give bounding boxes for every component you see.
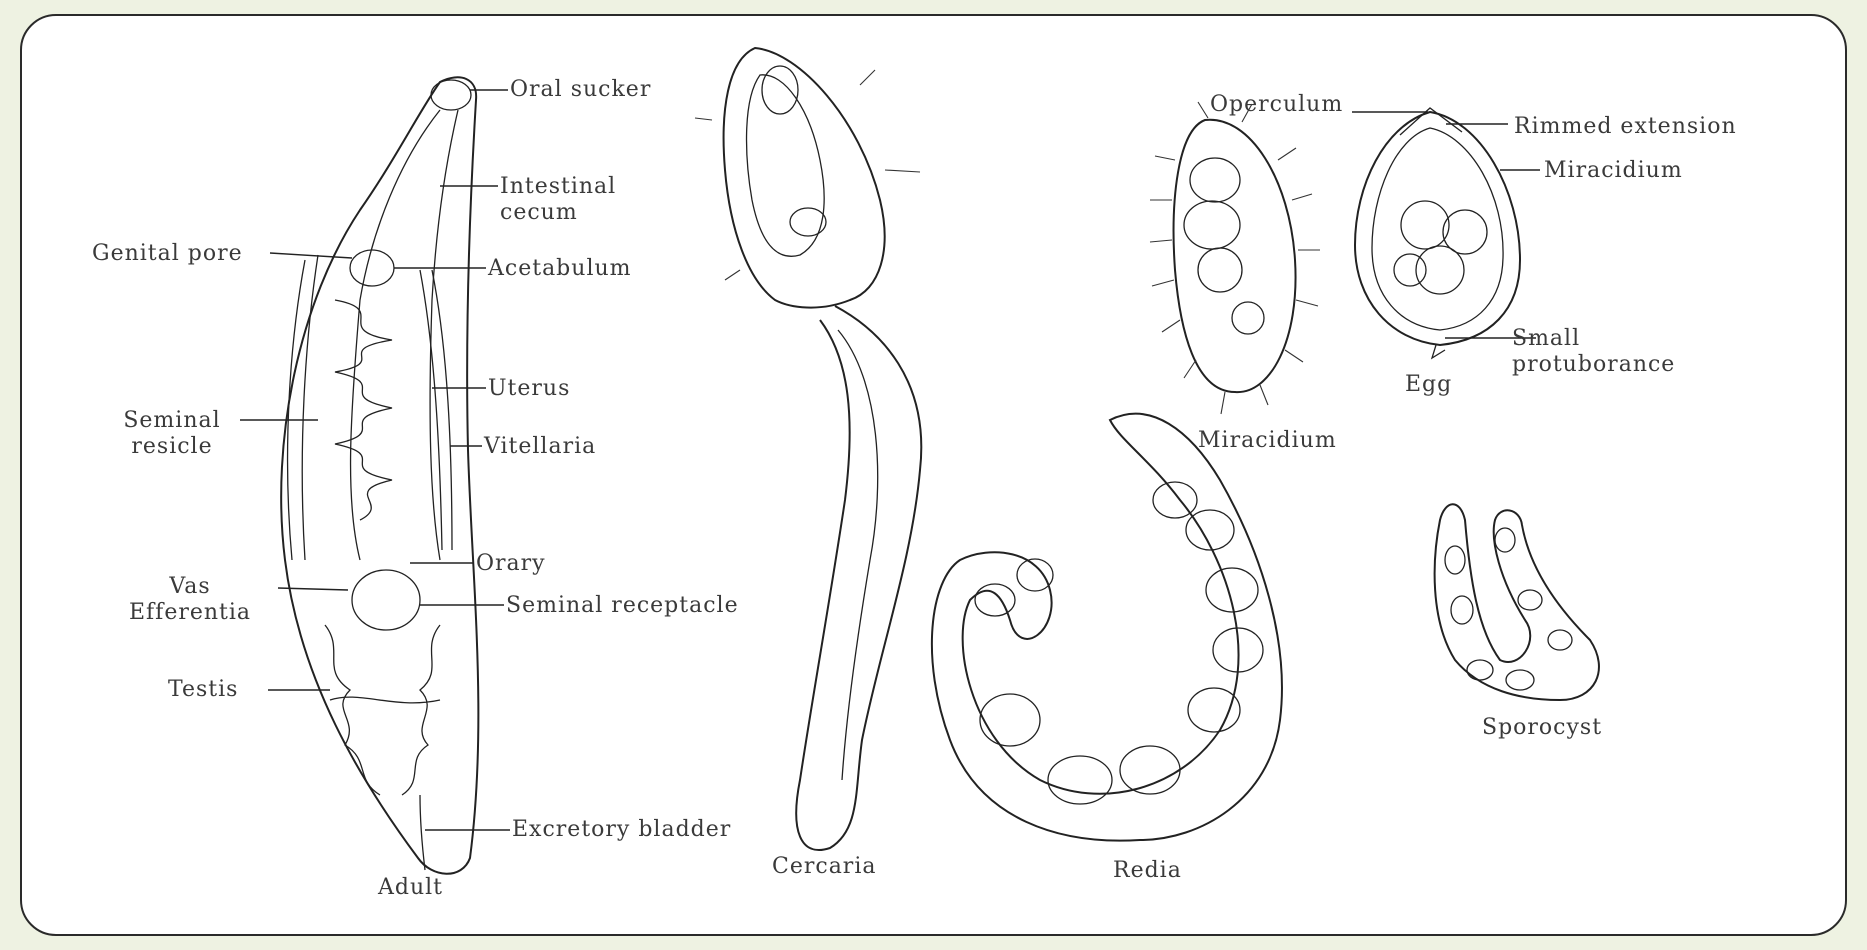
egg <box>1355 108 1520 358</box>
redia <box>932 414 1282 841</box>
redia-germ-ball-6 <box>1120 746 1180 794</box>
label-cercaria: Cercaria <box>772 854 876 880</box>
adult-intestinal-cecum-right <box>430 110 458 560</box>
label-acetabulum: Acetabulum <box>488 256 632 282</box>
adult-oral-sucker <box>431 80 471 110</box>
miracidium-germ-ball-4 <box>1232 302 1264 334</box>
sporocyst-germ-ball-2 <box>1451 596 1473 624</box>
label-ovary: Orary <box>476 551 546 577</box>
cercaria-inner-body <box>747 75 825 256</box>
adult-fluke <box>281 77 478 873</box>
leader-vas-efferentia <box>278 588 348 590</box>
redia-germ-ball-8 <box>980 694 1040 746</box>
label-egg: Egg <box>1405 372 1452 398</box>
label-excretory-bladder: Excretory bladder <box>512 817 731 843</box>
label-small-protuberance: Small protuborance <box>1512 326 1675 378</box>
miracidium-germ-ball-1 <box>1190 158 1240 202</box>
cercaria <box>695 48 921 850</box>
sporocyst-germ-ball-1 <box>1445 546 1465 574</box>
egg-small-protuberance <box>1432 345 1445 358</box>
sporocyst <box>1435 504 1599 700</box>
cercaria-head <box>724 48 885 308</box>
sporocyst-germ-ball-5 <box>1548 630 1572 650</box>
label-uterus: Uterus <box>488 376 570 402</box>
label-adult: Adult <box>378 875 443 901</box>
label-intestinal-cecum: Intestinal cecum <box>500 174 616 226</box>
adult-excretory-bladder <box>420 795 425 870</box>
egg-germ-cell-1 <box>1401 201 1449 249</box>
label-miracidium-inner: Miracidium <box>1544 158 1683 184</box>
label-seminal-vesicle: Seminal resicle <box>104 408 240 460</box>
adult-intestinal-cecum-left <box>351 110 440 560</box>
label-sporocyst: Sporocyst <box>1482 715 1602 741</box>
sporocyst-germ-ball-4 <box>1518 590 1542 610</box>
adult-acetabulum <box>350 250 394 286</box>
redia-body <box>932 414 1282 841</box>
sporocyst-germ-ball-6 <box>1506 670 1534 690</box>
label-testis: Testis <box>168 677 238 703</box>
redia-germ-ball-7 <box>1048 756 1112 804</box>
leader-lines <box>240 90 1540 830</box>
egg-inner-membrane <box>1372 128 1503 330</box>
label-miracidium: Miracidium <box>1198 428 1337 454</box>
cercaria-ventral-sucker <box>790 208 826 236</box>
miracidium-body <box>1174 120 1296 392</box>
label-oral-sucker: Oral sucker <box>510 77 651 103</box>
label-rimmed-extension: Rimmed extension <box>1514 114 1737 140</box>
adult-testis <box>325 625 440 795</box>
label-genital-pore: Genital pore <box>92 241 243 267</box>
redia-germ-ball-10 <box>1017 559 1053 591</box>
egg-shell <box>1355 112 1520 345</box>
sporocyst-germ-ball-7 <box>1467 660 1493 680</box>
adult-uterus <box>335 300 392 520</box>
redia-germ-ball-9 <box>975 584 1015 616</box>
adult-body-outline <box>281 77 478 873</box>
egg-germ-cell-3 <box>1416 246 1464 294</box>
miracidium-larva <box>1150 102 1320 414</box>
miracidium-germ-ball-2 <box>1184 201 1240 249</box>
label-redia: Redia <box>1113 858 1182 884</box>
cercaria-tail-core <box>838 330 878 780</box>
cercaria-tail <box>796 306 921 850</box>
egg-germ-cell-4 <box>1394 254 1426 286</box>
redia-germ-ball-5 <box>1188 688 1240 732</box>
label-vas-efferentia: Vas Efferentia <box>104 574 276 626</box>
adult-seminal-receptacle <box>352 570 420 630</box>
sporocyst-germ-ball-3 <box>1495 528 1515 552</box>
miracidium-germ-ball-3 <box>1198 248 1242 292</box>
redia-germ-ball-1 <box>1153 482 1197 518</box>
label-vitellaria: Vitellaria <box>484 434 596 460</box>
adult-vitellaria-right <box>420 270 452 550</box>
adult-vitellaria-left <box>288 255 318 560</box>
label-operculum: Operculum <box>1210 92 1343 118</box>
cercaria-bristle <box>695 118 712 120</box>
label-seminal-receptacle: Seminal receptacle <box>506 593 739 619</box>
cercaria-oral-sucker <box>762 66 798 114</box>
leader-genital-pore <box>270 253 352 258</box>
